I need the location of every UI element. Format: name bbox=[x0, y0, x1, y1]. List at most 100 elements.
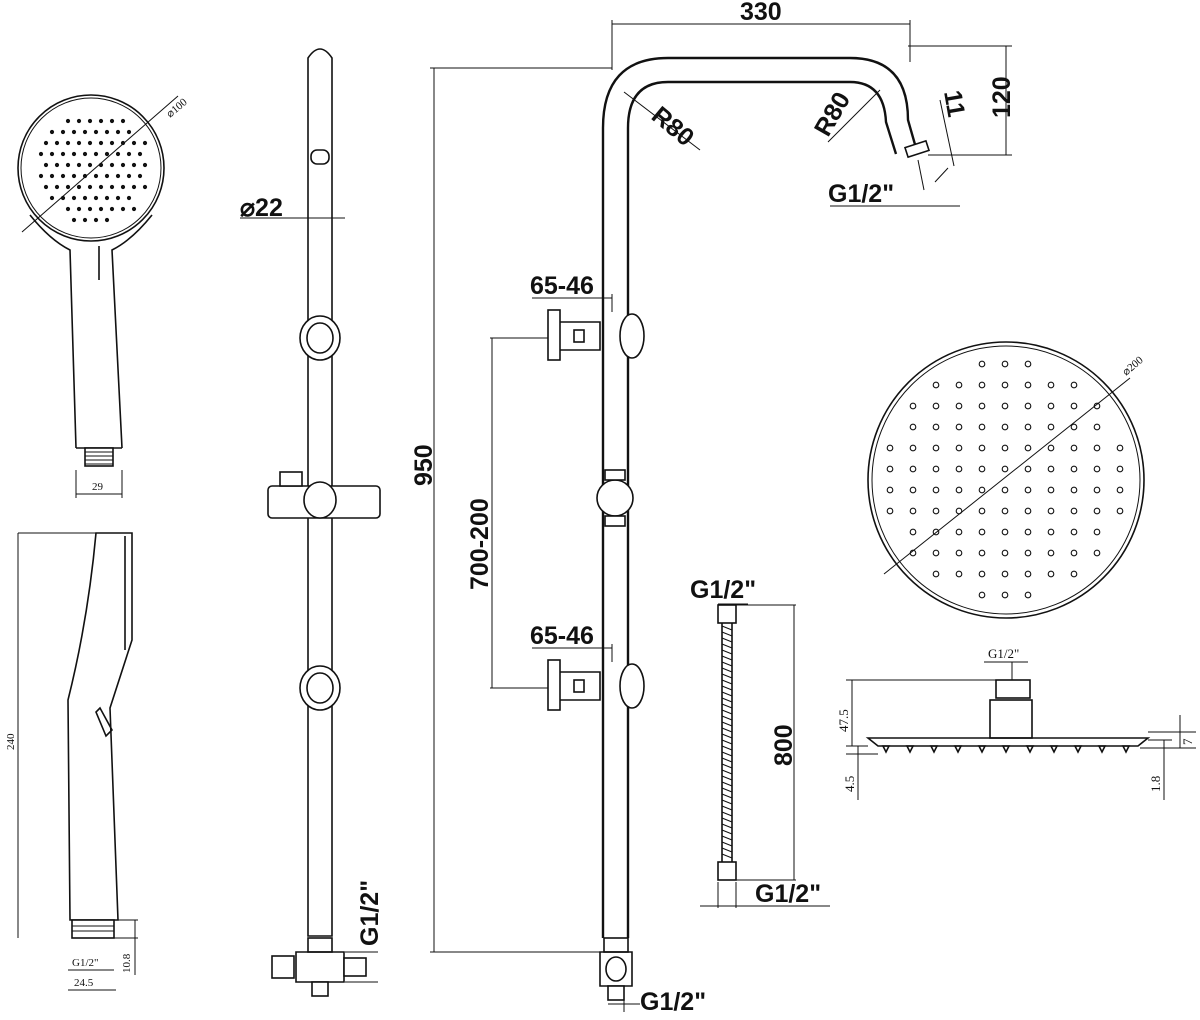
shower-hose: G1/2" 800 G1/2" bbox=[690, 576, 830, 908]
hose-coils bbox=[721, 625, 733, 859]
spray-nozzle bbox=[93, 151, 99, 157]
spray-nozzle bbox=[1116, 465, 1124, 473]
spray-nozzle bbox=[1093, 549, 1101, 557]
spray-nozzle bbox=[978, 381, 986, 389]
spray-nozzle bbox=[1047, 465, 1055, 473]
spray-nozzle bbox=[1001, 402, 1009, 410]
spray-nozzle bbox=[1070, 486, 1078, 494]
arm-width-label: 330 bbox=[740, 0, 782, 26]
spray-nozzle bbox=[104, 173, 110, 179]
spray-nozzle bbox=[60, 151, 66, 157]
spray-nozzle bbox=[909, 507, 917, 515]
nozzle-tooth bbox=[881, 745, 891, 754]
shower-column: 330 R80 R80 120 11 G1/2" 65-46 65- bbox=[410, 0, 1016, 1016]
spray-nozzle bbox=[955, 423, 963, 431]
hose-coil bbox=[721, 835, 733, 841]
rail-diameter-label: ⌀22 bbox=[240, 194, 283, 222]
spray-nozzle bbox=[115, 195, 121, 201]
hose-coil bbox=[721, 625, 733, 631]
hose-coil bbox=[721, 823, 733, 829]
head-nozzle-row bbox=[881, 745, 1131, 754]
hose-coil bbox=[721, 679, 733, 685]
spray-nozzle bbox=[109, 206, 115, 212]
nozzle-tooth bbox=[1001, 745, 1011, 754]
spray-nozzle bbox=[142, 184, 148, 190]
arm-radius-right-label: R80 bbox=[809, 87, 856, 141]
spray-nozzle bbox=[1070, 444, 1078, 452]
bracket-lower-label: 65-46 bbox=[530, 622, 594, 650]
hose-coil bbox=[721, 799, 733, 805]
spray-nozzle bbox=[1001, 381, 1009, 389]
spray-nozzle bbox=[1047, 423, 1055, 431]
head-thread-label: G1/2" bbox=[988, 646, 1019, 661]
hose-coil bbox=[721, 721, 733, 727]
hose-coil bbox=[721, 793, 733, 799]
hose-coil bbox=[721, 847, 733, 853]
spray-nozzle bbox=[82, 129, 88, 135]
spray-nozzle bbox=[1001, 423, 1009, 431]
spray-nozzle bbox=[978, 465, 986, 473]
spray-nozzle bbox=[87, 162, 93, 168]
hand-diameter-label: ⌀100 bbox=[164, 96, 190, 120]
spray-nozzle bbox=[1093, 444, 1101, 452]
spray-nozzle bbox=[955, 549, 963, 557]
spray-nozzle bbox=[886, 507, 894, 515]
spray-nozzle bbox=[1093, 528, 1101, 536]
spray-nozzle bbox=[109, 184, 115, 190]
spray-nozzle bbox=[126, 151, 132, 157]
spray-nozzle bbox=[38, 173, 44, 179]
spray-nozzle bbox=[1001, 591, 1009, 599]
spray-nozzle bbox=[1047, 486, 1055, 494]
hose-coil bbox=[721, 691, 733, 697]
spray-nozzle bbox=[109, 162, 115, 168]
hose-coil bbox=[721, 745, 733, 751]
spray-nozzle bbox=[955, 570, 963, 578]
spray-nozzle bbox=[955, 402, 963, 410]
hose-length-label: 800 bbox=[770, 724, 798, 766]
spray-nozzle bbox=[978, 528, 986, 536]
spray-nozzle bbox=[1047, 528, 1055, 536]
spray-nozzle bbox=[1116, 507, 1124, 515]
spray-nozzle bbox=[932, 507, 940, 515]
spray-nozzle bbox=[932, 486, 940, 494]
spray-nozzle bbox=[1116, 444, 1124, 452]
hose-coil bbox=[721, 781, 733, 787]
spray-nozzle bbox=[1116, 486, 1124, 494]
spray-nozzle bbox=[98, 140, 104, 146]
hose-coil bbox=[721, 757, 733, 763]
spray-nozzle bbox=[126, 129, 132, 135]
hand-length-label: 240 bbox=[5, 733, 17, 750]
nozzle-tooth bbox=[1025, 745, 1035, 754]
hose-coil bbox=[721, 853, 733, 859]
spray-nozzle bbox=[93, 217, 99, 223]
spray-nozzle bbox=[76, 118, 82, 124]
spray-nozzle bbox=[76, 140, 82, 146]
spray-nozzle bbox=[1024, 549, 1032, 557]
spray-nozzle bbox=[93, 195, 99, 201]
hand-width-label: 29 bbox=[92, 481, 104, 493]
spray-nozzle bbox=[932, 381, 940, 389]
spray-nozzle bbox=[109, 118, 115, 124]
spray-nozzle bbox=[1001, 444, 1009, 452]
spray-nozzle bbox=[71, 217, 77, 223]
spray-nozzle bbox=[932, 570, 940, 578]
spray-nozzle bbox=[104, 217, 110, 223]
spray-nozzle bbox=[1001, 360, 1009, 368]
spray-nozzle bbox=[955, 444, 963, 452]
spray-nozzle bbox=[71, 195, 77, 201]
spray-nozzle bbox=[1047, 570, 1055, 578]
spray-nozzle bbox=[131, 162, 137, 168]
hose-coil bbox=[721, 841, 733, 847]
hose-coil bbox=[721, 673, 733, 679]
bottom-thread-label: G1/2" bbox=[640, 988, 706, 1016]
spray-nozzle bbox=[98, 184, 104, 190]
hose-coil bbox=[721, 829, 733, 835]
spray-nozzle bbox=[65, 206, 71, 212]
spray-nozzle bbox=[82, 195, 88, 201]
spray-nozzle bbox=[115, 173, 121, 179]
arm-height-label: 120 bbox=[988, 76, 1016, 118]
spray-nozzle bbox=[886, 444, 894, 452]
spray-nozzle bbox=[1047, 444, 1055, 452]
spray-nozzle bbox=[54, 162, 60, 168]
